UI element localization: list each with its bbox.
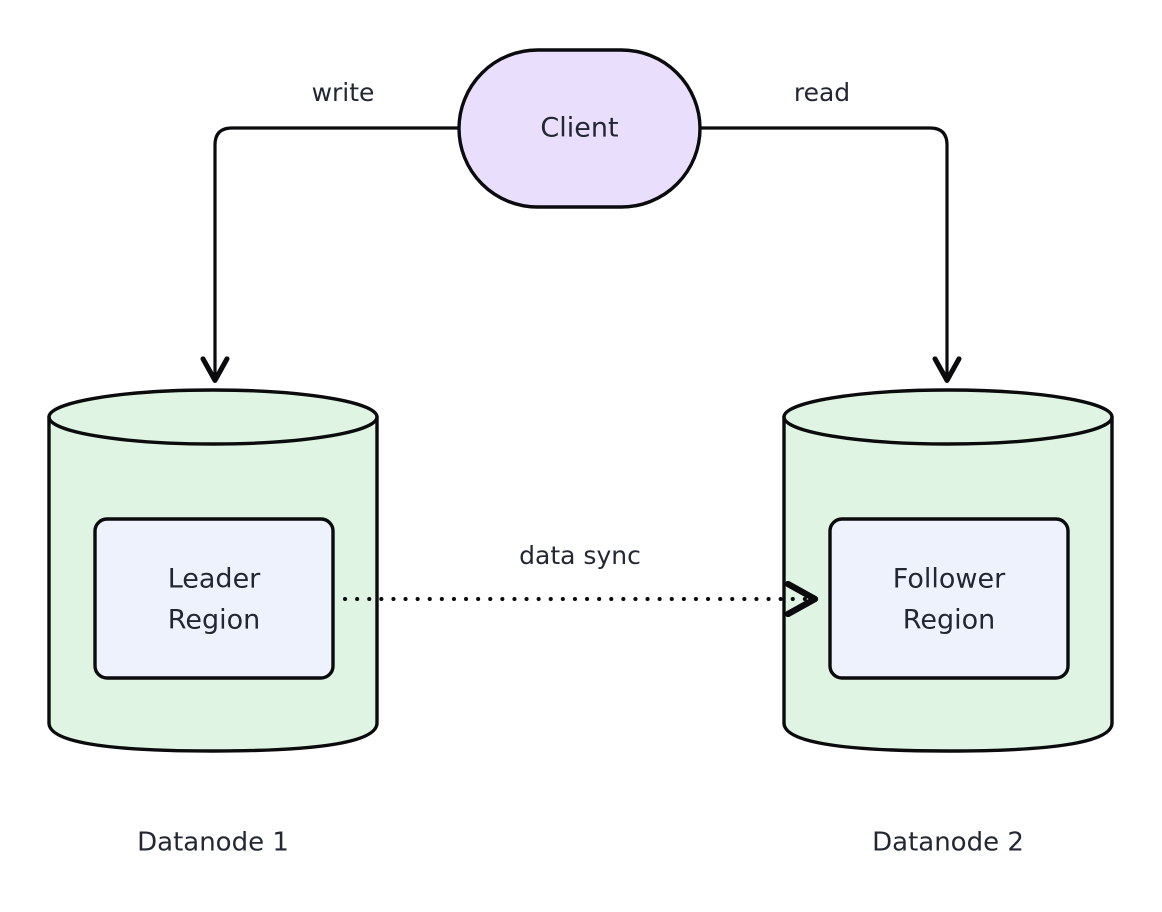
- node-datanode1[interactable]: Leader Region Datanode 1: [47, 388, 379, 858]
- follower-region-label-line1: Follower: [893, 564, 1006, 595]
- follower-region-shape: [828, 517, 1070, 680]
- datanode2-top-fill: [784, 390, 1112, 444]
- edge-write: write: [215, 78, 461, 378]
- leader-region-label-line2: Region: [168, 605, 260, 636]
- edge-read: read: [698, 78, 947, 378]
- follower-region-box[interactable]: Follower Region: [828, 517, 1070, 680]
- client-label: Client: [540, 113, 618, 144]
- datanode2-caption: Datanode 2: [872, 828, 1024, 858]
- leader-region-box[interactable]: Leader Region: [93, 517, 335, 680]
- leader-region-label-line1: Leader: [168, 564, 261, 595]
- datanode1-top-outline: [47, 388, 379, 446]
- client-shape: [457, 48, 702, 209]
- datanode2-top-outline: [782, 388, 1114, 446]
- edge-data-sync: data sync: [343, 541, 812, 599]
- datanode1-caption: Datanode 1: [137, 828, 289, 858]
- edge-read-label: read: [794, 78, 850, 107]
- edge-write-path: [215, 126, 461, 378]
- datanode1-top-fill: [49, 390, 377, 444]
- follower-region-label-line2: Region: [903, 605, 995, 636]
- edge-read-path: [698, 126, 947, 378]
- node-datanode2[interactable]: Follower Region Datanode 2: [782, 388, 1114, 858]
- leader-region-shape: [93, 517, 335, 680]
- datanode2-body-outline: [782, 415, 1114, 753]
- datanode1-body-outline: [47, 415, 379, 753]
- edge-data-sync-label: data sync: [519, 541, 641, 570]
- node-client[interactable]: Client: [457, 48, 702, 209]
- edge-write-label: write: [312, 78, 375, 107]
